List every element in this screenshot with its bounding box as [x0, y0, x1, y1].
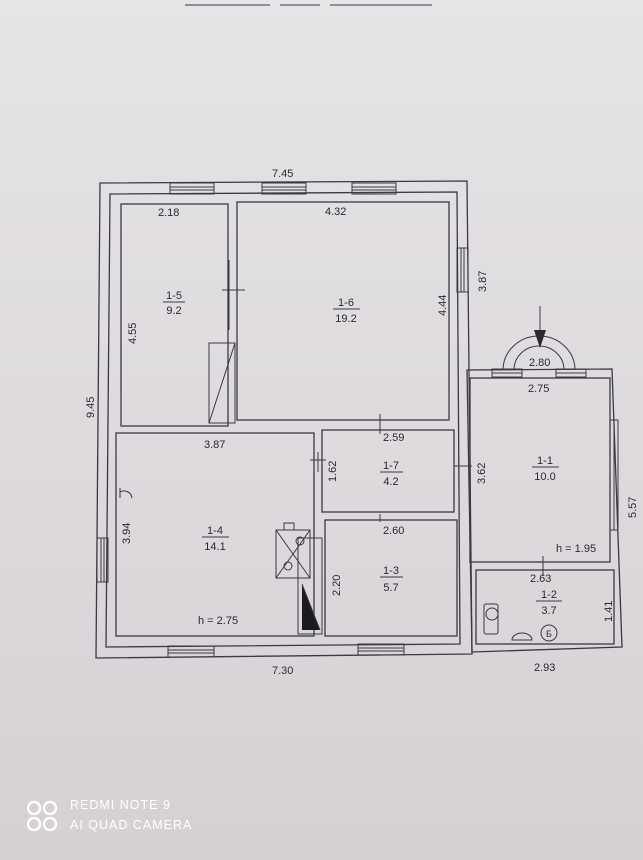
ceiling-height-annex: h = 1.95: [556, 543, 596, 555]
stair-diagonal: [208, 342, 236, 424]
window-top-3: [351, 182, 397, 195]
dim-room-1-4-side: 3.94: [121, 523, 133, 544]
dim-room-1-2-top: 2.63: [530, 573, 551, 585]
camera-watermark: REDMI NOTE 9 AI QUAD CAMERA: [26, 798, 246, 838]
dim-room-1-7-side: 1.62: [327, 461, 339, 482]
sink-symbol: [511, 632, 533, 641]
room-area-1-1: 10.0: [534, 471, 555, 483]
room-1-6-outline: [236, 201, 450, 421]
bathroom-fixtures: [483, 603, 558, 642]
entry-arrow-head: [534, 330, 546, 348]
window-top-1: [169, 182, 215, 195]
room-label-1-1: 1-1 10.0: [532, 455, 559, 483]
room-area-1-2: 3.7: [541, 605, 556, 617]
room-label-1-5: 1-5 9.2: [163, 290, 185, 317]
dim-room-1-6-side: 4.44: [437, 295, 449, 316]
room-1-4-outline: [115, 432, 315, 637]
room-1-7-outline: [321, 429, 455, 513]
boiler-circle: [540, 624, 558, 642]
chimney-frame: [297, 537, 323, 635]
dim-room-1-1-top: 2.75: [528, 383, 549, 395]
dim-room-1-1-side: 3.62: [476, 463, 488, 484]
dim-room-1-2-bottom: 2.93: [534, 662, 555, 674]
room-1-1-outline: [469, 377, 611, 563]
boiler-letter: Б: [546, 629, 552, 639]
window-bottom-2: [357, 643, 405, 656]
room-1-2-outline: [475, 569, 615, 645]
dim-room-1-7-bottom: 2.60: [383, 525, 404, 537]
window-left-1-4: [96, 537, 109, 583]
window-annex-top-2: [555, 368, 587, 378]
room-id-1-1: 1-1: [537, 455, 553, 467]
room-area-1-5: 9.2: [166, 305, 181, 317]
stove-flue: [283, 522, 295, 531]
room-label-1-2: 1-2 3.7: [536, 589, 562, 617]
dim-total-height-left: 9.45: [85, 397, 97, 418]
room-label-1-6: 1-6 19.2: [333, 297, 360, 325]
toilet-bowl: [485, 607, 499, 621]
dim-total-width-top: 7.45: [272, 168, 293, 180]
toilet-tank: [483, 603, 499, 635]
dim-height-right-upper: 3.87: [477, 271, 489, 292]
dim-room-1-5-side: 4.55: [127, 323, 139, 344]
room-label-1-4: 1-4 14.1: [202, 525, 229, 553]
door-arc-1-4: [119, 490, 133, 499]
room-1-3-outline: [324, 519, 458, 637]
room-id-1-7: 1-7: [383, 460, 399, 472]
stair-block: [208, 342, 236, 424]
window-annex-right: [609, 419, 619, 531]
window-bottom-1: [167, 645, 215, 658]
room-id-1-2: 1-2: [541, 589, 557, 601]
main-building-walls: [95, 180, 473, 659]
dim-room-1-3-side: 2.20: [331, 575, 343, 596]
main-outer-wall: [95, 180, 473, 659]
room-label-1-7: 1-7 4.2: [380, 460, 403, 488]
ceiling-height-main: h = 2.75: [198, 615, 238, 627]
dim-height-right-lower: 5.57: [627, 497, 639, 518]
watermark-camera: AI QUAD CAMERA: [70, 818, 193, 832]
room-id-1-5: 1-5: [166, 290, 182, 302]
window-annex-top-1: [491, 368, 523, 378]
dim-room-1-7-top: 2.59: [383, 432, 404, 444]
chimney-line: [301, 583, 321, 631]
dim-total-width-bottom: 7.30: [272, 665, 293, 677]
room-id-1-3: 1-3: [383, 565, 399, 577]
dim-room-1-6-top: 4.32: [325, 206, 346, 218]
entrance-arch: [502, 306, 576, 371]
room-label-1-3: 1-3 5.7: [380, 565, 403, 594]
windows: [96, 182, 619, 658]
window-top-2: [261, 182, 307, 195]
room-id-1-6: 1-6: [338, 297, 354, 309]
room-1-5-outline: [120, 203, 229, 427]
room-area-1-4: 14.1: [204, 541, 225, 553]
chimney-wedge: [297, 537, 323, 635]
room-id-1-4: 1-4: [207, 525, 223, 537]
watermark-model: REDMI NOTE 9: [70, 798, 171, 812]
window-right-1-6: [456, 247, 469, 293]
dim-room-1-1-arch: 2.80: [529, 357, 550, 369]
main-inner-wall: [105, 191, 461, 648]
stove-circle-1: [283, 561, 293, 571]
camera-lens-icon: [26, 800, 58, 832]
door-ticks: [310, 414, 544, 576]
room-area-1-6: 19.2: [335, 313, 356, 325]
stove-circle-2: [295, 536, 305, 546]
arch-inner: [513, 345, 565, 371]
dim-room-1-5-top: 2.18: [158, 207, 179, 219]
room-area-1-7: 4.2: [383, 476, 398, 488]
stove-symbol: [275, 522, 311, 579]
dim-room-1-4-top: 3.87: [204, 439, 225, 451]
dim-room-1-2-side: 1.41: [603, 601, 615, 622]
room-area-1-3: 5.7: [383, 582, 398, 594]
